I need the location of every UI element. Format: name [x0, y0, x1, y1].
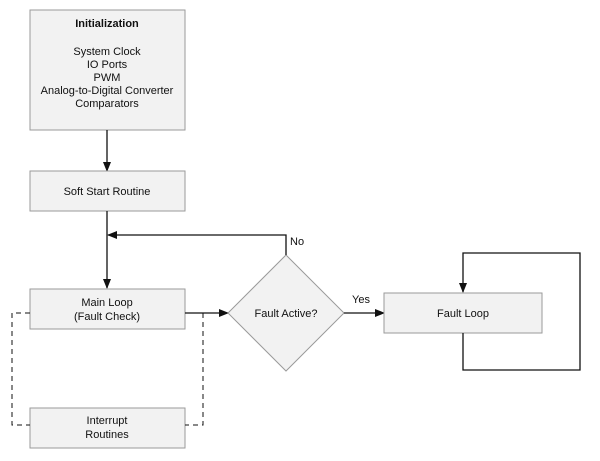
init-item-adc: Analog-to-Digital Converter — [41, 85, 174, 97]
arrow-no-branch — [107, 231, 287, 255]
soft-start-label: Soft Start Routine — [64, 186, 151, 198]
soft-start-box — [29, 170, 186, 212]
interrupt-bracket-right — [185, 312, 204, 426]
main-loop-sublabel: (Fault Check) — [74, 311, 140, 323]
interrupt-routines-box — [29, 407, 186, 449]
no-label: No — [290, 236, 304, 248]
initialization-box — [29, 9, 186, 131]
decision-label: Fault Active? — [255, 308, 318, 320]
yes-label: Yes — [352, 294, 370, 306]
fault-loop-label: Fault Loop — [437, 308, 489, 320]
interrupt-sublabel: Routines — [85, 429, 129, 441]
initialization-title: Initialization — [75, 18, 139, 30]
fault-loop-self-loop-arrow — [459, 252, 581, 371]
fault-loop-box — [383, 292, 543, 334]
fault-active-decision — [227, 254, 345, 372]
main-loop-label: Main Loop — [81, 297, 132, 309]
interrupt-label: Interrupt — [87, 415, 128, 427]
init-item-system-clock: System Clock — [73, 46, 141, 58]
init-item-io-ports: IO Ports — [87, 59, 128, 71]
interrupt-bracket-left — [11, 312, 30, 426]
init-item-pwm: PWM — [94, 72, 121, 84]
init-item-comparators: Comparators — [75, 98, 139, 110]
main-loop-box — [29, 288, 186, 330]
